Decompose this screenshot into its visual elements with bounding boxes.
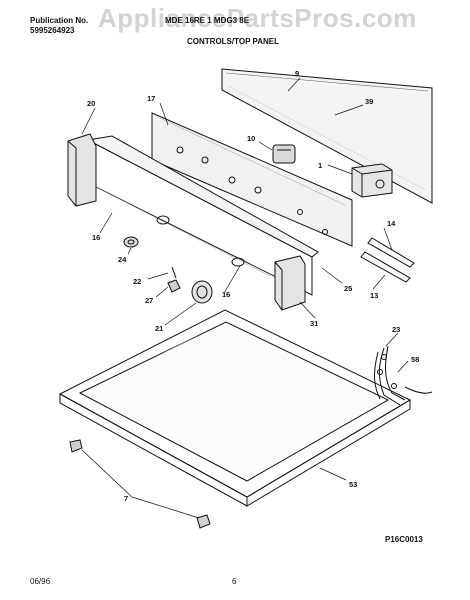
hinges — [69, 439, 211, 529]
callout-24: 24 — [118, 255, 127, 264]
watermark: AppliancePartsPros.com — [98, 3, 417, 33]
small-clip-parts — [167, 266, 181, 293]
control-module — [351, 163, 393, 198]
small-knob — [123, 236, 139, 248]
callout-20: 20 — [87, 99, 95, 108]
callout-53: 53 — [349, 480, 357, 489]
left-end-cap — [67, 133, 97, 207]
page-number: 6 — [232, 577, 237, 586]
callout-7: 7 — [124, 494, 128, 503]
leader-lines — [81, 77, 409, 519]
publication-label: Publication No. — [30, 16, 89, 25]
large-knob — [191, 280, 213, 304]
callout-1: 1 — [318, 161, 322, 170]
callout-17: 17 — [147, 94, 155, 103]
callout-13: 13 — [370, 291, 378, 300]
callout-16-knob: 16 — [222, 290, 230, 299]
callout-22: 22 — [133, 277, 141, 286]
callout-9: 9 — [295, 69, 299, 78]
callout-25: 25 — [344, 284, 352, 293]
callout-14: 14 — [387, 219, 396, 228]
callout-10: 10 — [247, 134, 255, 143]
callout-16-console: 16 — [92, 233, 100, 242]
bracket-bars — [360, 237, 415, 283]
control-panel-bracket — [151, 112, 353, 247]
callout-23: 23 — [392, 325, 400, 334]
callout-39: 39 — [365, 97, 373, 106]
diagram-code: P16C0013 — [385, 535, 423, 544]
footer-date: 06/96 — [30, 577, 51, 586]
callout-labels: 9 39 17 20 10 1 16 24 14 22 27 25 13 16 … — [87, 69, 419, 503]
publication-number: 5995264923 — [30, 26, 75, 35]
callout-58: 58 — [411, 355, 419, 364]
model-line: MDE 16RE 1 MDG3 8E — [165, 16, 250, 25]
top-panel — [58, 309, 412, 507]
section-title: CONTROLS/TOP PANEL — [187, 37, 280, 46]
callout-21: 21 — [155, 324, 163, 333]
callout-27: 27 — [145, 296, 153, 305]
wire-harness — [374, 345, 433, 406]
timer-part — [272, 144, 296, 164]
console-front — [86, 135, 319, 296]
right-end-cap — [274, 255, 306, 311]
callout-31: 31 — [310, 319, 318, 328]
